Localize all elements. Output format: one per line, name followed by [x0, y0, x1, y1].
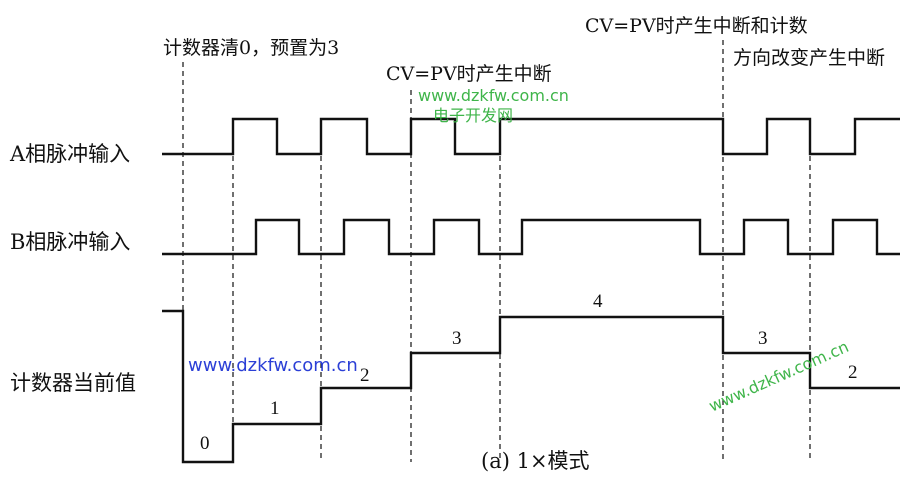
watermark-site-cn: 电子开发网: [433, 106, 513, 125]
label-a-input: A相脉冲输入: [9, 142, 130, 166]
counter-value-2: 2: [360, 365, 370, 386]
counter-value-3b: 3: [758, 328, 768, 349]
counter-value-4: 4: [593, 291, 603, 312]
a-phase-waveform: [162, 117, 900, 156]
annotation-cv-pv-interrupt: CV=PV时产生中断: [386, 63, 552, 85]
counter-value-1: 1: [270, 398, 280, 419]
label-b-input: B相脉冲输入: [10, 230, 130, 254]
counter-waveform: [162, 309, 900, 464]
b-phase-waveform: [162, 218, 900, 256]
caption: (a) 1×模式: [481, 449, 590, 473]
watermark-site-rotated: www.dzkfw.com.cn: [706, 337, 852, 416]
label-counter: 计数器当前值: [10, 371, 136, 395]
watermark-site-blue: www.dzkfw.com.cn: [188, 355, 358, 376]
counter-value-3: 3: [452, 328, 462, 349]
annotation-cv-pv-direction-line2: 方向改变产生中断: [733, 47, 885, 69]
counter-value-2b: 2: [848, 362, 858, 383]
watermark-site-green: www.dzkfw.com.cn: [418, 86, 569, 105]
annotation-clear-preset: 计数器清0，预置为3: [163, 37, 339, 59]
annotation-cv-pv-direction-line1: CV=PV时产生中断和计数: [585, 15, 808, 37]
counter-value-0: 0: [200, 433, 210, 454]
